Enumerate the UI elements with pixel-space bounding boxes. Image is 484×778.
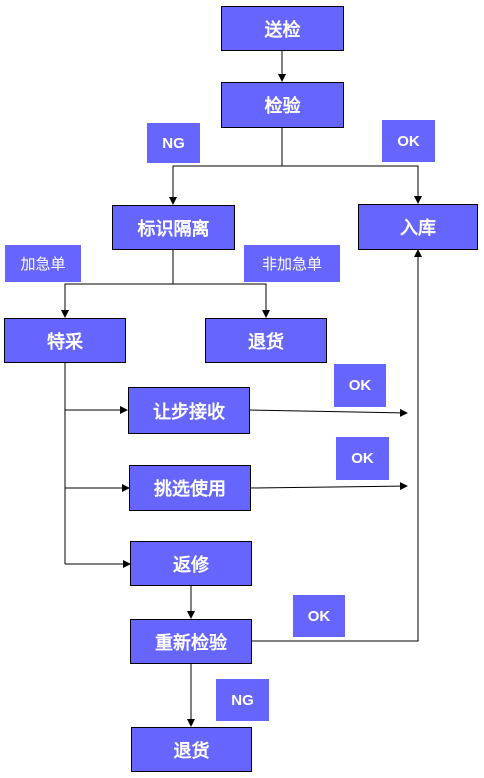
label-ok-sort: OK	[336, 437, 389, 480]
node-warehouse: 入库	[358, 204, 478, 250]
node-concession-accept: 让步接收	[128, 387, 250, 434]
label-ok: OK	[382, 120, 435, 162]
node-sort-use: 挑选使用	[129, 465, 251, 511]
arrow-isolate-to-special	[61, 250, 174, 318]
label-urgent: 加急单	[5, 245, 81, 282]
arrow-isolate-to-return	[173, 283, 270, 318]
arrow-inspection-to-isolate	[169, 128, 283, 205]
node-return-goods: 退货	[205, 318, 327, 363]
label-ng: NG	[147, 123, 200, 163]
label-ok-reinspection: OK	[293, 595, 345, 637]
label-ng-reinspection: NG	[216, 679, 269, 721]
node-submit-inspection: 送检	[221, 6, 344, 51]
arrow-inspection-to-warehouse	[282, 165, 422, 204]
arrow-sort-out	[249, 482, 408, 491]
node-mark-isolate: 标识隔离	[112, 205, 235, 250]
node-return-goods-final: 退货	[131, 727, 252, 772]
node-reinspection: 重新检验	[130, 619, 252, 664]
arrow-reinspection-to-warehouse	[252, 249, 422, 642]
label-ok-concession: OK	[334, 364, 386, 407]
node-special-purchase: 特采	[4, 318, 126, 363]
label-non-urgent: 非加急单	[244, 245, 340, 282]
arrow-concession-out	[249, 408, 408, 417]
node-inspection: 检验	[221, 82, 344, 128]
node-rework: 返修	[130, 541, 252, 586]
